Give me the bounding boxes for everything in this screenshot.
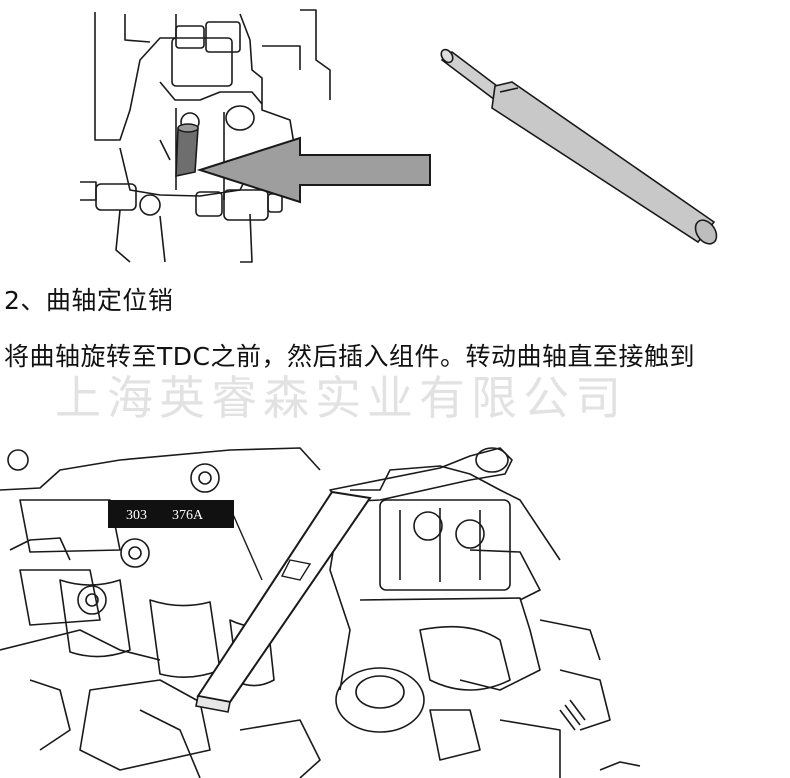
tool-label: 303 376A xyxy=(108,500,234,528)
step-instruction: 将曲轴旋转至TDC之前，然后插入组件。转动曲轴直至接触到 xyxy=(4,342,695,371)
tool-label-part-a: 303 xyxy=(126,508,147,523)
illustration-crankshaft-pin xyxy=(80,9,718,263)
illustration-camshaft-alignment-tool: 303 376A xyxy=(0,447,641,778)
tool-label-part-b: 376A xyxy=(172,508,204,523)
step-heading: 2、曲轴定位销 xyxy=(4,286,174,315)
